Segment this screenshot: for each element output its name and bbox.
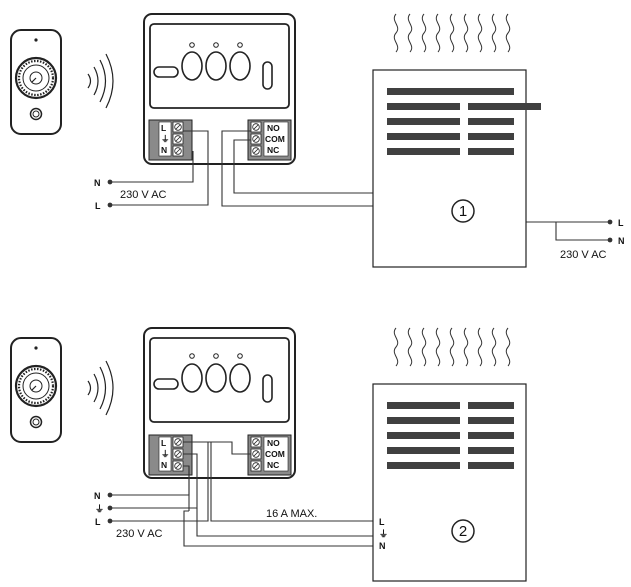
diagram-1: L ⏚ N NO COM NC — [9, 13, 625, 268]
terminal-label: NC — [267, 460, 279, 470]
heater-wire-label-l: L — [618, 218, 624, 228]
thermostat-icon — [9, 28, 63, 136]
wire-terminal-dot — [107, 505, 113, 511]
wires — [110, 441, 373, 547]
wire-label-l: L — [95, 517, 101, 527]
heater-terminal-label: N — [379, 541, 386, 551]
terminal-label: COM — [265, 449, 285, 459]
heater-icon — [372, 69, 541, 268]
diagram-number-badge: 1 — [451, 199, 475, 223]
terminal-label: N — [161, 145, 167, 155]
heater-supply-voltage-label: 230 V AC — [560, 249, 607, 261]
wire-label-n: N — [94, 178, 101, 188]
wireless-signal-icon — [87, 360, 114, 416]
wireless-signal-icon — [87, 53, 114, 109]
wire-label-pe: ⏚ — [95, 504, 104, 514]
terminal-label: COM — [265, 134, 285, 144]
wire-terminal-dot — [107, 202, 113, 208]
heater-icon: L ⏚ N — [372, 383, 527, 582]
wire-label-n: N — [94, 491, 101, 501]
wires — [110, 130, 610, 241]
terminal-block-right: NO COM NC — [247, 434, 292, 476]
terminal-block-left: L ⏚ N — [148, 434, 193, 476]
heater-terminal-label: ⏚ — [379, 529, 388, 539]
heater-terminal-label: L — [379, 517, 385, 527]
diagram-2: L ⏚ N NO COM NC — [9, 327, 527, 582]
wire-label-l: L — [95, 201, 101, 211]
terminal-label: L — [161, 438, 166, 448]
supply-voltage-label: 230 V AC — [116, 528, 163, 540]
heater-wire-label-n: N — [618, 236, 625, 246]
terminal-label: NO — [267, 123, 280, 133]
wire-terminal-dot — [107, 179, 113, 185]
diagram-number: 2 — [459, 523, 467, 540]
wire-terminal-dot — [107, 518, 113, 524]
wire-terminal-dot — [607, 237, 613, 243]
thermostat-icon — [9, 336, 63, 444]
max-current-label: 16 A MAX. — [266, 508, 317, 520]
terminal-block-right: NO COM NC — [247, 119, 292, 161]
terminal-label: L — [161, 123, 166, 133]
diagram-number: 1 — [459, 203, 467, 220]
wire-terminal-dot — [107, 492, 113, 498]
terminal-label: ⏚ — [161, 134, 170, 144]
terminal-label: ⏚ — [161, 449, 170, 459]
terminal-label: N — [161, 460, 167, 470]
terminal-label: NO — [267, 438, 280, 448]
heat-waves-icon — [393, 13, 511, 53]
heat-waves-icon — [393, 327, 511, 367]
terminal-block-left: L ⏚ N — [148, 119, 193, 161]
wire-terminal-dot — [607, 219, 613, 225]
supply-voltage-label: 230 V AC — [120, 189, 167, 201]
diagram-number-badge: 2 — [451, 519, 475, 543]
terminal-label: NC — [267, 145, 279, 155]
